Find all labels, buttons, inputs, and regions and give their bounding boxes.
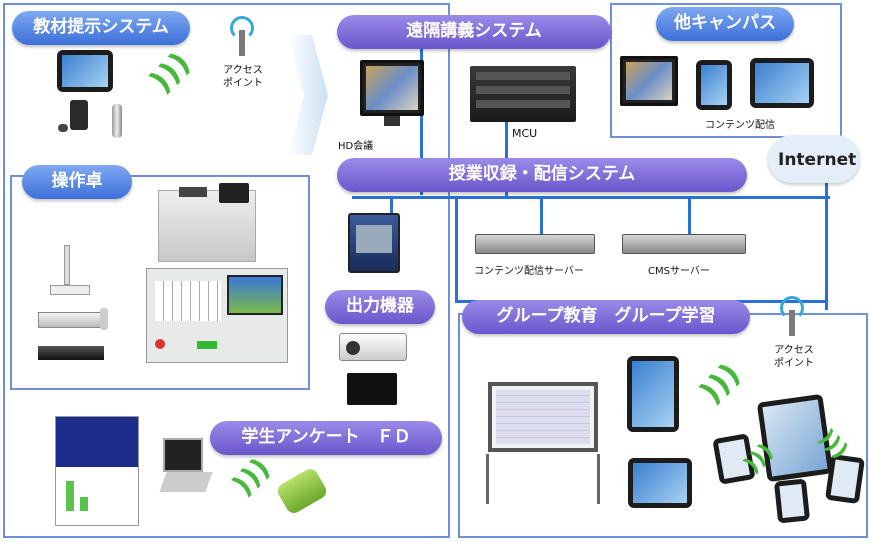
to-case-vertical-line (390, 196, 393, 216)
contents-server (475, 234, 595, 254)
group-tablet-1 (627, 356, 679, 432)
contents-haishin-label: コンテンツ配信 (705, 120, 775, 131)
document-camera (50, 245, 90, 297)
internet-down-line (825, 170, 828, 310)
access-point-bottom-label: アクセス ポイント (774, 345, 814, 369)
bd-player (38, 346, 104, 360)
flat-panel-display (347, 373, 397, 405)
to-case-line (352, 196, 392, 199)
monitor-stand (384, 116, 400, 126)
hd-link-line (420, 45, 423, 195)
whiteboard-stand (486, 454, 600, 504)
cms-server (622, 234, 746, 254)
projector (339, 333, 407, 361)
access-point-antenna-icon-2 (772, 292, 812, 338)
access-point-top-label: アクセス ポイント (223, 65, 263, 89)
anketo-title: 学生アンケート ＦＤ (210, 421, 442, 455)
mcu-label: MCU (512, 127, 538, 140)
interactive-whiteboard (488, 382, 598, 452)
enkaku-title: 遠隔講義システム (337, 15, 611, 49)
jugyou-title: 授業収録・配信システム (337, 158, 747, 192)
backbone-line (390, 196, 830, 199)
cloud-icon (768, 135, 860, 183)
group-tablet-small-3 (773, 478, 811, 524)
campus-tablet-2 (750, 58, 814, 108)
internet-label: Internet (778, 150, 857, 170)
cms-server-label: CMSサーバー (648, 266, 710, 277)
kyozai-tablet (57, 50, 113, 92)
group-tablet-2 (628, 458, 692, 508)
group-title: グループ教育 グループ学習 (462, 300, 750, 334)
campus-monitor (620, 56, 678, 106)
campus-tablet-1 (696, 60, 732, 110)
mcu-device (470, 66, 576, 122)
operation-desk (158, 183, 256, 262)
hd-conference-monitor (360, 60, 424, 116)
shutsuryoku-title: 出力機器 (325, 290, 435, 324)
wireless-mic-set (58, 100, 98, 136)
hd-kaigi-label: HD会議 (338, 141, 374, 152)
access-point-antenna-icon (222, 12, 262, 58)
sousataku-title: 操作卓 (22, 165, 132, 199)
capture-case (348, 213, 400, 273)
to-contents-server-line (540, 196, 543, 234)
laptop (159, 438, 213, 498)
remote-control (100, 308, 108, 330)
kyozai-title: 教材提示システム (12, 11, 190, 45)
mcu-link-line (505, 118, 508, 196)
survey-screen (55, 416, 139, 526)
group-tablet-small-2 (824, 453, 866, 505)
contents-server-label: コンテンツ配信サーバー (474, 266, 584, 277)
to-group-line (455, 196, 458, 301)
vcr-player (38, 312, 104, 328)
tacampus-title: 他キャンパス (656, 7, 794, 41)
to-cms-server-line (688, 196, 691, 234)
handheld-mic (112, 104, 122, 138)
control-panel-screen (146, 268, 288, 363)
